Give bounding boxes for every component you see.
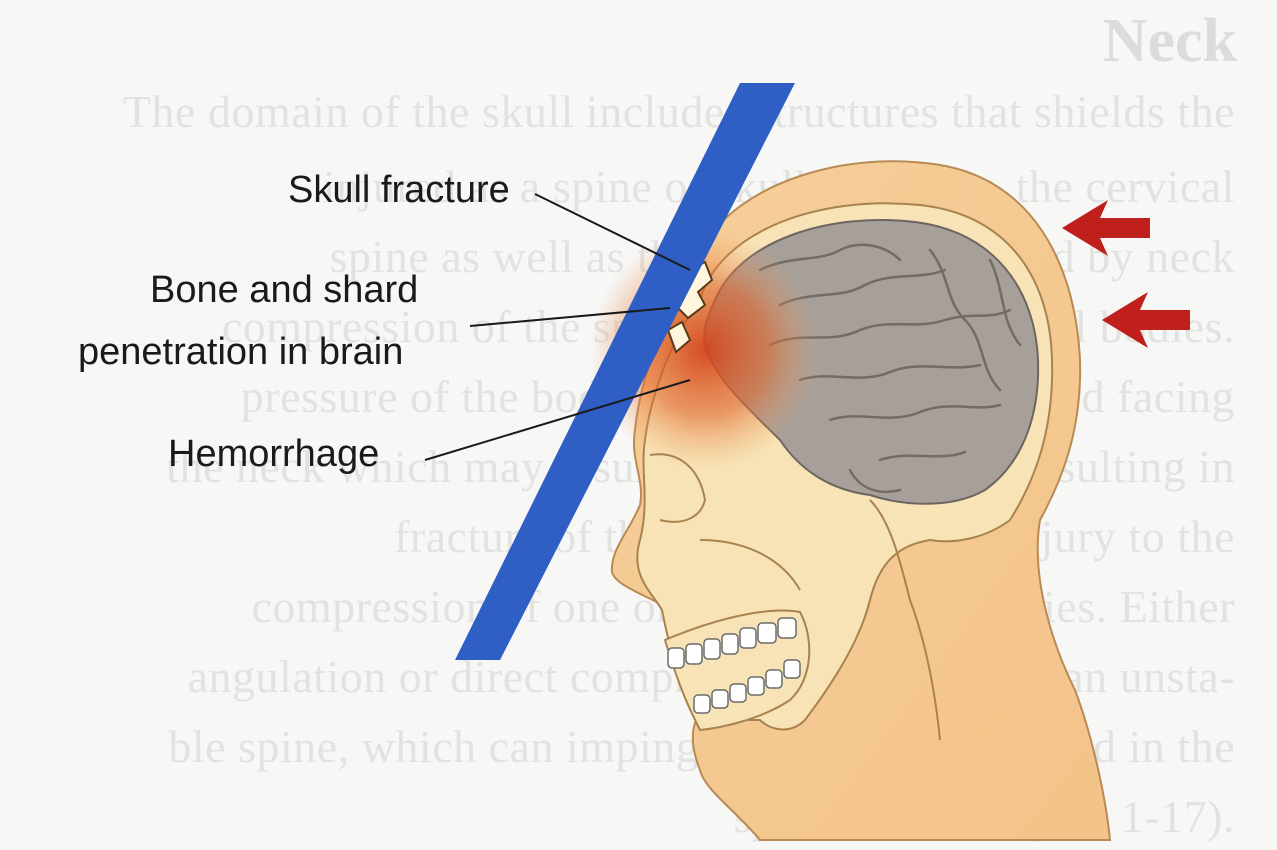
left-arrow-icon <box>1062 200 1150 256</box>
left-arrow-icon <box>1102 292 1190 348</box>
label-skull-fracture: Skull fracture <box>288 168 510 214</box>
label-bone-shard-line1: Bone and shard <box>150 268 418 314</box>
label-bone-shard-line2: penetration in brain <box>78 330 403 376</box>
label-hemorrhage: Hemorrhage <box>168 432 379 478</box>
